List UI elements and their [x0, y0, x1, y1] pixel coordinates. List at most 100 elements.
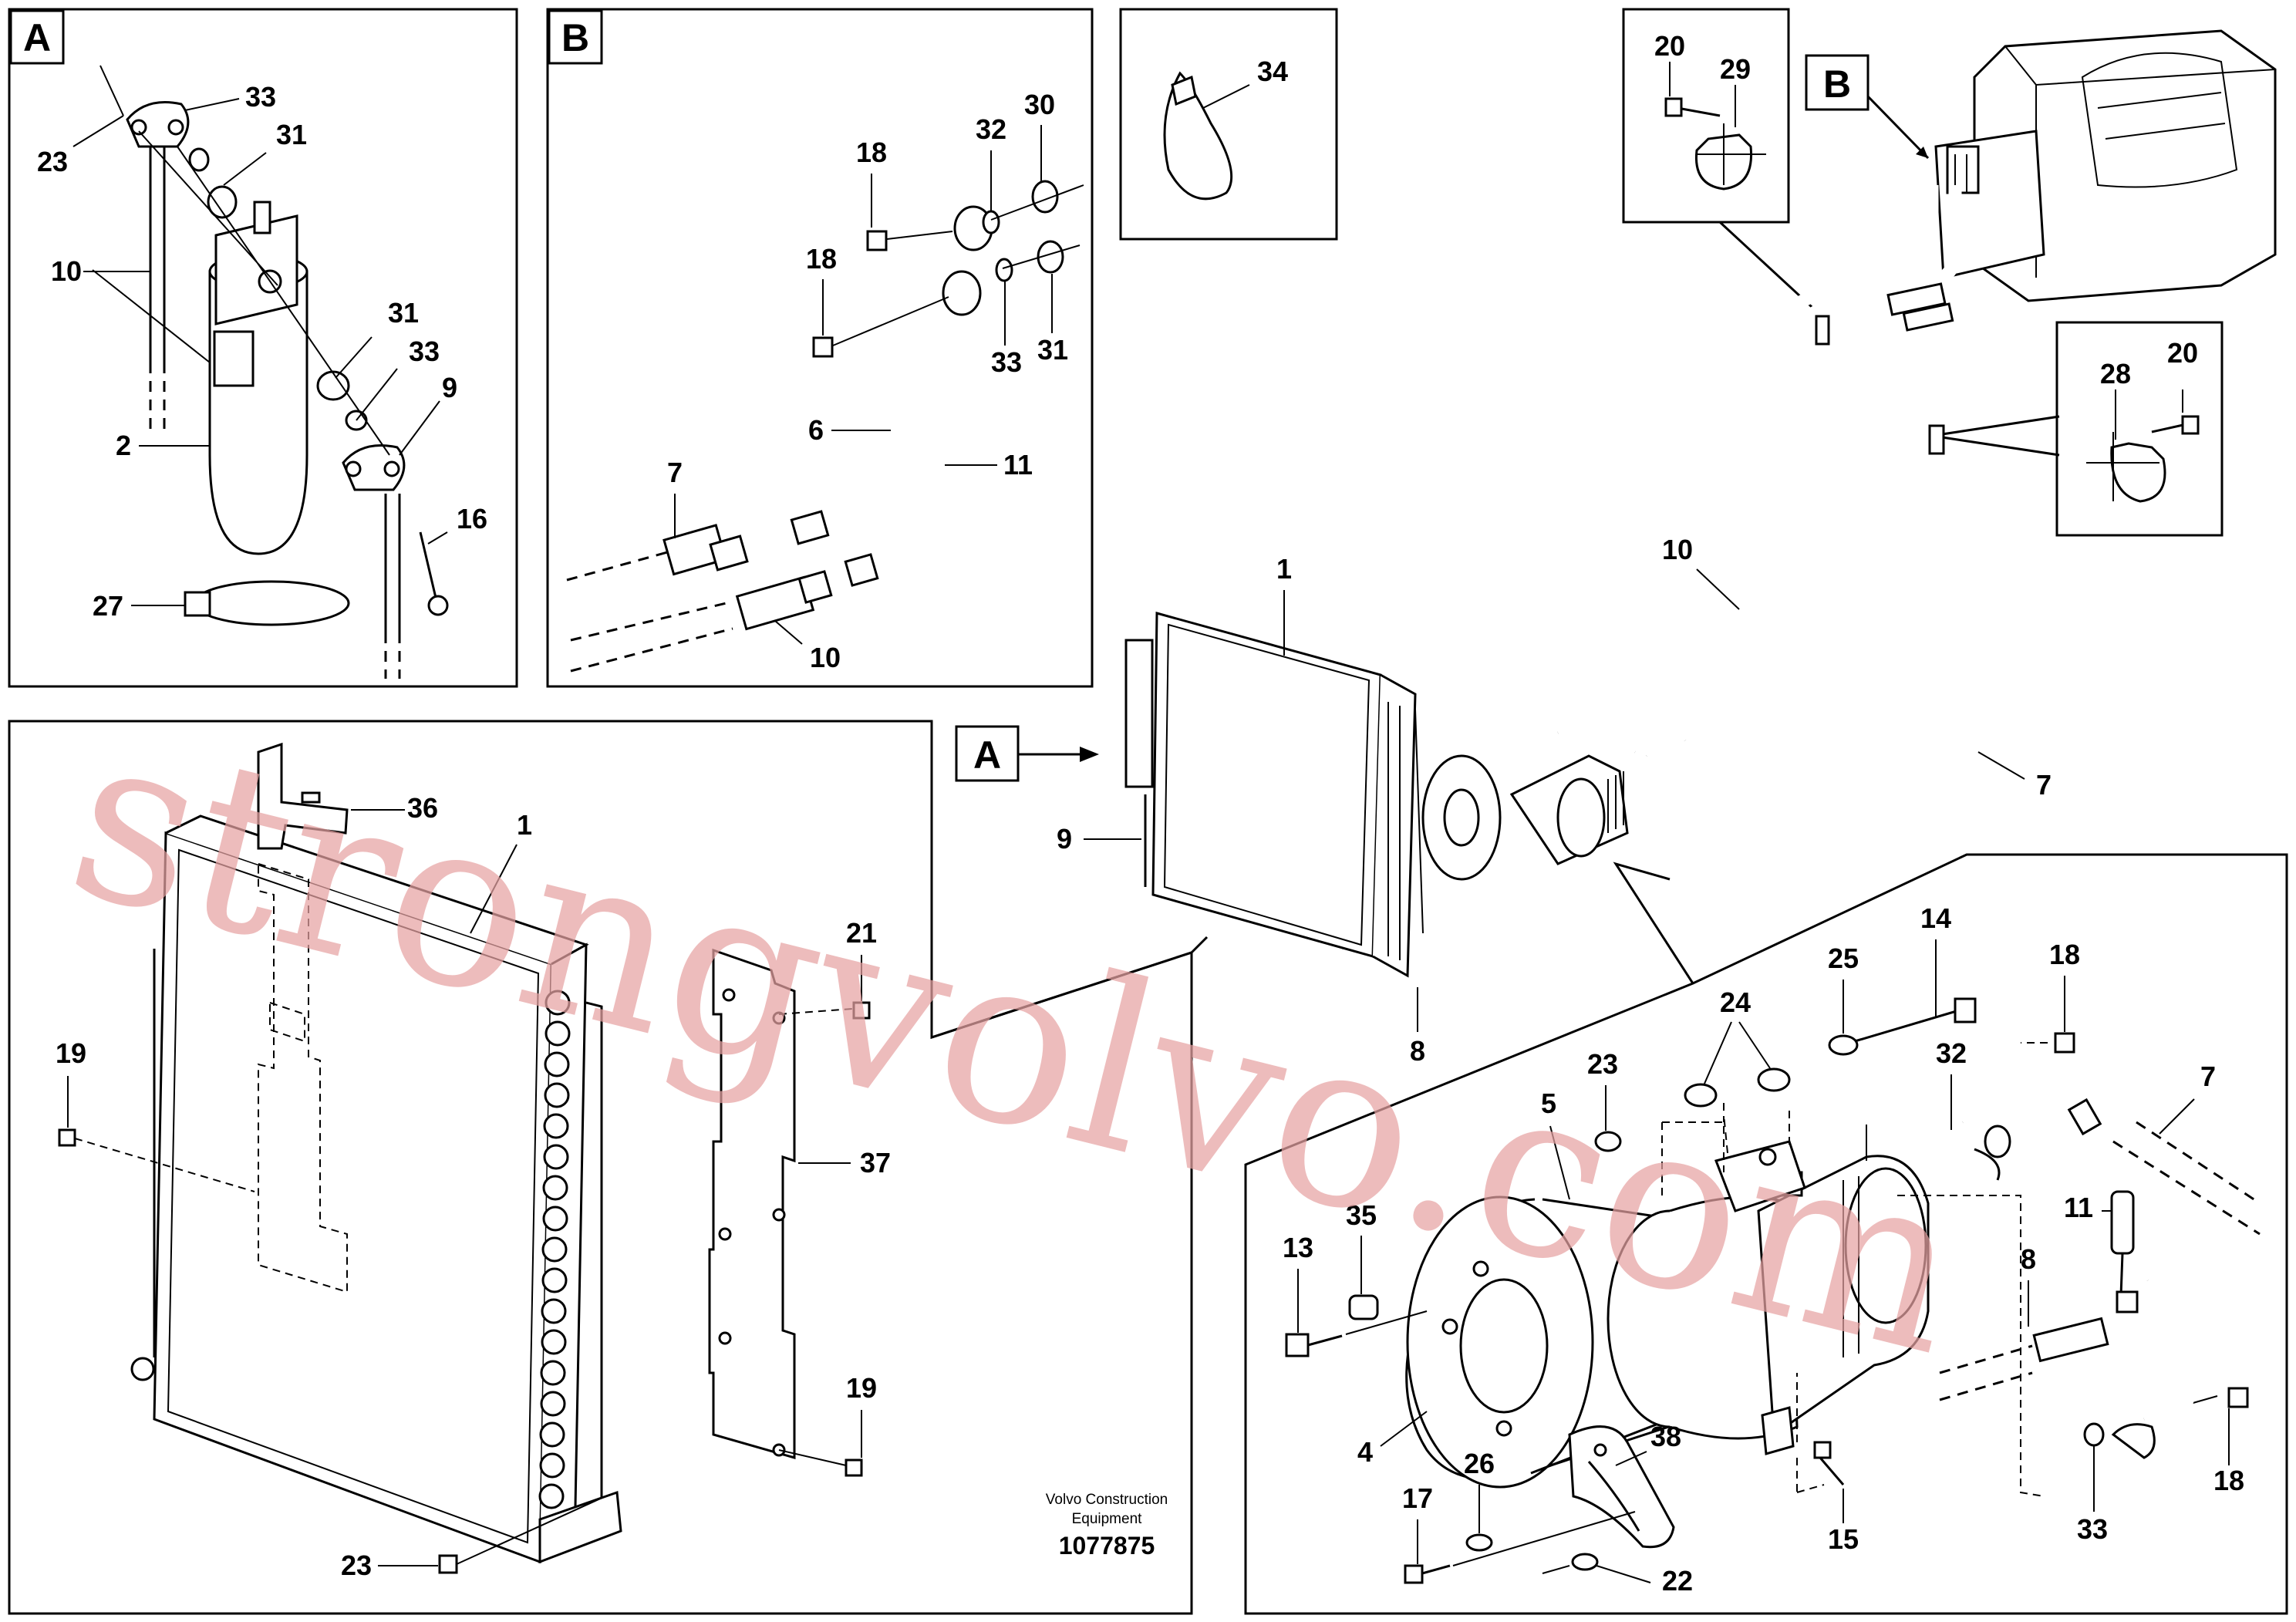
- bracket-37-hole-1: [722, 988, 736, 1002]
- compressor-mount-upper: [1714, 1140, 1806, 1212]
- label-9-a: 9: [442, 372, 457, 403]
- bolt-18-b2: [812, 336, 834, 358]
- spacer-35: [1348, 1294, 1379, 1320]
- bracket-36-slot: [301, 791, 321, 804]
- nut-23-axis: [456, 1496, 606, 1565]
- pipe-9-a: [384, 494, 401, 632]
- label-31-a: 31: [276, 119, 307, 150]
- label-18-b2: 18: [806, 243, 837, 275]
- label-23-detail: 23: [341, 1549, 372, 1581]
- compressor-3-end: [1844, 1167, 1927, 1324]
- label-7-c: 7: [2200, 1061, 2216, 1092]
- o-ring-31-b: [1037, 240, 1064, 274]
- leader-22: [1596, 1565, 1651, 1583]
- o-ring-32: [982, 210, 1000, 234]
- label-34: 34: [1257, 56, 1288, 87]
- callout-b-arrow: [1866, 95, 1930, 160]
- o-ring-33-c: [2083, 1422, 2105, 1447]
- bolt-13-head: [1285, 1333, 1310, 1357]
- pipe-8-c-fill: [2143, 1278, 2194, 1423]
- nut-22-line: [1542, 1565, 1570, 1574]
- bolt-18-c2: [2227, 1387, 2249, 1408]
- label-33-c: 33: [2077, 1513, 2108, 1545]
- condenser-core-inner: [167, 848, 540, 1544]
- label-10-main: 10: [1662, 534, 1693, 565]
- bolt-19-left: [58, 1128, 76, 1147]
- fitting-plate-lower: [342, 444, 406, 491]
- hose-8-c: [2032, 1317, 2109, 1363]
- label-23-c: 23: [1587, 1048, 1618, 1080]
- bolt-15-shank: [1819, 1457, 1845, 1485]
- screw-20-top-head: [1664, 97, 1683, 117]
- washer-26: [1465, 1533, 1493, 1552]
- label-33-b: 33: [991, 346, 1022, 378]
- label-5: 5: [1541, 1088, 1556, 1119]
- leader-7-main: [1977, 751, 2025, 780]
- receiver-drier-valve: [253, 201, 271, 234]
- label-36: 36: [407, 792, 438, 824]
- ac-unit-connector: [1946, 145, 1980, 194]
- drier-overview: [1124, 639, 1154, 788]
- bolt-17-axis: [1452, 1511, 1636, 1566]
- label-18-c2: 18: [2213, 1465, 2244, 1496]
- label-17: 17: [1402, 1482, 1433, 1514]
- label-33-a: 33: [245, 81, 276, 113]
- bolt-17-head: [1404, 1564, 1424, 1584]
- bolt-13-axis: [1345, 1310, 1428, 1335]
- condenser-detail-group: [58, 742, 871, 1574]
- company-name-line1: Volvo Construction: [1046, 1492, 1168, 1508]
- bolt-19-right-axis: [778, 1449, 847, 1466]
- label-10-b: 10: [810, 642, 841, 673]
- bolt-14: [1854, 1009, 1960, 1043]
- callout-a-letter: A: [973, 733, 1001, 777]
- bracket-37-hole-2: [772, 1011, 786, 1025]
- label-32-b: 32: [976, 113, 1006, 145]
- condenser-overview-inner: [1163, 623, 1371, 946]
- bolt-18-c1: [2054, 1032, 2075, 1054]
- pipe-11-c-flange: [1974, 1148, 2001, 1181]
- pipe-6-fill: [793, 223, 974, 531]
- o-ring-33-a: [188, 147, 210, 172]
- compressor-mount-upper-hole: [1758, 1148, 1777, 1166]
- hose-10-b-nut: [797, 570, 833, 604]
- condenser-callout-wedge: [931, 951, 1192, 1039]
- hose-10-b-continuation: [570, 600, 733, 642]
- label-25: 25: [1828, 943, 1859, 974]
- hose-7-fill: [1680, 185, 2001, 851]
- bolt-14-head: [1954, 997, 1977, 1023]
- pipe-7-c-nut: [2067, 1098, 2102, 1136]
- cable-tie-34-head: [1171, 75, 1197, 106]
- condenser-callout-tip: [1190, 936, 1209, 954]
- bolt-19-left-axis: [74, 1138, 255, 1192]
- label-30-b: 30: [1024, 89, 1055, 120]
- bolt-13: [1307, 1334, 1343, 1347]
- pipe-10-a: [149, 131, 166, 363]
- label-16-a: 16: [457, 503, 487, 534]
- fitting-hole-2: [167, 119, 184, 136]
- o-ring-31-b: [316, 370, 350, 401]
- callout-a-arrowhead: [1080, 747, 1099, 762]
- label-31-b: 31: [1037, 334, 1068, 366]
- ac-unit-housing: [1973, 29, 2277, 302]
- label-32-c: 32: [1936, 1037, 1967, 1069]
- callout-b-arrowhead: [1916, 147, 1928, 158]
- label-2-a: 2: [116, 430, 131, 461]
- hose-clamp-27: [193, 580, 350, 626]
- label-15: 15: [1828, 1523, 1859, 1555]
- company-name-line2: Equipment: [1072, 1511, 1143, 1527]
- bolt-16-shank: [419, 531, 437, 599]
- hose-10-fill: [1556, 185, 1939, 740]
- condenser-left-fitting: [130, 1357, 155, 1381]
- o-ring-33-b: [995, 258, 1013, 282]
- receiver-drier-label: [213, 330, 255, 387]
- screw-20-top: [1677, 106, 1721, 117]
- panel-clamp-29-frame: [1622, 8, 1790, 224]
- leader-5: [1549, 1125, 1570, 1200]
- leader-24: [1704, 1021, 1771, 1084]
- label-8-c: 8: [2021, 1243, 2036, 1275]
- label-11-c: 11: [2064, 1192, 2093, 1223]
- bolt-18-c2-axis: [2190, 1395, 2218, 1404]
- label-31-a2: 31: [388, 297, 419, 329]
- label-37: 37: [860, 1147, 891, 1179]
